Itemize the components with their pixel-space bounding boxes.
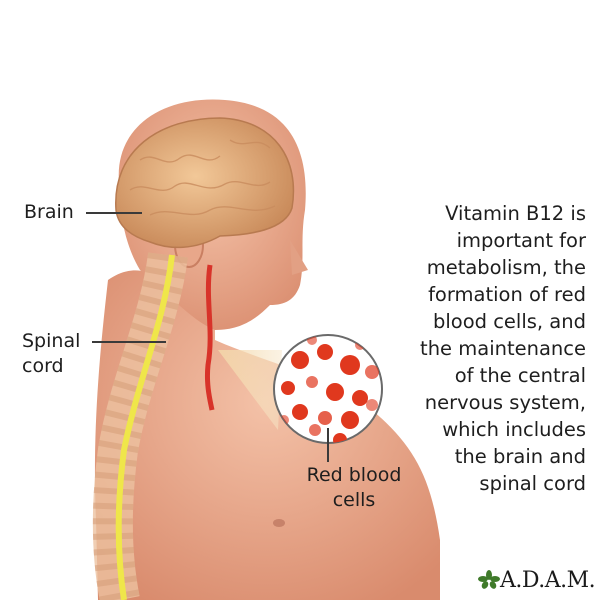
description-line: of the central — [454, 364, 586, 387]
description-line: the maintenance — [420, 337, 586, 360]
red-blood-cells-label-line1: Red blood — [306, 464, 402, 486]
description-line: metabolism, the — [426, 256, 586, 279]
red-blood-cells-label-line2: cells — [332, 489, 376, 511]
spinal-cord-shape — [115, 254, 175, 601]
spine — [92, 252, 188, 604]
artery — [205, 264, 215, 411]
description-line: blood cells, and — [432, 310, 586, 333]
description-line: nervous system, — [424, 391, 586, 414]
description-line: which includes — [442, 418, 586, 441]
brain-shape — [115, 117, 295, 249]
description-line: spinal cord — [479, 472, 586, 495]
leaf-icon — [478, 570, 500, 589]
description-line: formation of red — [428, 283, 586, 306]
brain-label: Brain — [24, 201, 74, 223]
logo-text: A.D.A.M. — [500, 567, 596, 593]
description-line: the brain and — [454, 445, 586, 468]
spinal-cord-label: Spinal cord — [22, 329, 80, 379]
adam-logo: A.D.A.M. — [478, 566, 596, 594]
description-line: important for — [456, 229, 586, 252]
vitamin-b12-description: Vitamin B12 is important for metabolism,… — [386, 200, 586, 497]
spinal-cord-label-line1: Spinal — [22, 330, 81, 352]
spinal-cord-label-line2: cord — [22, 355, 64, 377]
red-blood-cells-label: Red blood cells — [298, 463, 410, 513]
description-line: Vitamin B12 is — [445, 202, 586, 225]
